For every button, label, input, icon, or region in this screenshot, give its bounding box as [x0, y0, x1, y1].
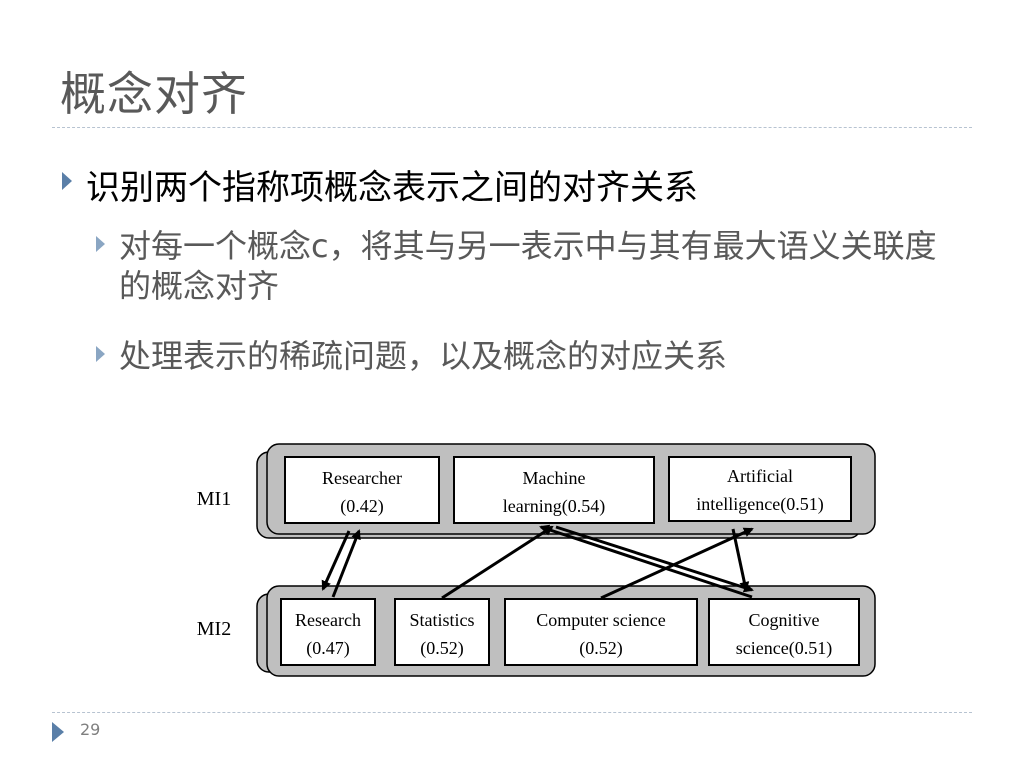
svg-text:learning(0.54): learning(0.54) — [503, 496, 605, 517]
mi2-label: MI2 — [197, 618, 231, 640]
mi2-node-statistics: Statistics (0.52) — [394, 598, 490, 666]
arrow-statistics-to-machine-learning — [441, 525, 554, 600]
svg-text:Computer science: Computer science — [536, 610, 665, 630]
arrow-computer-science-to-ai — [600, 527, 754, 600]
arrow-cognitive-to-machine-learning — [539, 524, 753, 599]
svg-text:Research: Research — [295, 610, 361, 630]
arrow-ai-to-cognitive — [731, 528, 750, 592]
mi2-node-cognitive-science: Cognitive science(0.51) — [708, 598, 860, 666]
arrow-researcher-to-research — [321, 530, 351, 591]
svg-text:(0.47): (0.47) — [306, 638, 350, 659]
svg-text:(0.42): (0.42) — [340, 496, 384, 517]
mi1-node-artificial-intelligence: Artificial intelligence(0.51) — [668, 456, 852, 522]
alignment-arrows — [321, 524, 754, 600]
mi2-node-research: Research (0.47) — [280, 598, 376, 666]
bullet-sub-1-text: 对每一个概念c，将其与另一表示中与其有最大语义关联度的概念对齐 — [119, 227, 937, 305]
mi1-node-machine-learning: Machine learning(0.54) — [453, 456, 655, 524]
mi1-node-researcher: Researcher (0.42) — [284, 456, 440, 524]
bullet-main-text: 识别两个指称项概念表示之间的对齐关系 — [86, 168, 698, 208]
svg-text:Statistics: Statistics — [409, 610, 474, 630]
bullet-triangle-icon — [96, 346, 105, 362]
arrow-machine-learning-to-cognitive — [555, 525, 754, 593]
slide-title: 概念对齐 — [60, 67, 248, 121]
footer-triangle-icon — [52, 722, 64, 742]
svg-text:intelligence(0.51): intelligence(0.51) — [696, 494, 823, 515]
title-divider — [52, 127, 972, 128]
svg-text:(0.52): (0.52) — [579, 638, 623, 659]
svg-text:science(0.51): science(0.51) — [736, 638, 832, 659]
bullet-sub-2-text: 处理表示的稀疏问题，以及概念的对应关系 — [119, 337, 728, 375]
svg-text:Cognitive: Cognitive — [749, 610, 820, 630]
mi1-label: MI1 — [197, 488, 231, 510]
footer-divider — [52, 712, 972, 713]
bullet-triangle-icon — [62, 172, 72, 190]
bullet-main: 识别两个指称项概念表示之间的对齐关系 — [62, 160, 698, 209]
svg-text:Machine: Machine — [523, 468, 586, 488]
svg-text:(0.52): (0.52) — [420, 638, 464, 659]
page-number: 29 — [80, 720, 101, 739]
svg-text:Researcher: Researcher — [322, 468, 402, 488]
bullet-triangle-icon — [96, 236, 105, 252]
svg-text:Artificial: Artificial — [727, 466, 793, 486]
mi2-node-computer-science: Computer science (0.52) — [504, 598, 698, 666]
arrow-research-to-researcher — [331, 529, 361, 598]
bullet-sub-2: 处理表示的稀疏问题，以及概念的对应关系 — [96, 336, 727, 376]
bullet-sub-1: 对每一个概念c，将其与另一表示中与其有最大语义关联度的概念对齐 — [96, 226, 956, 306]
